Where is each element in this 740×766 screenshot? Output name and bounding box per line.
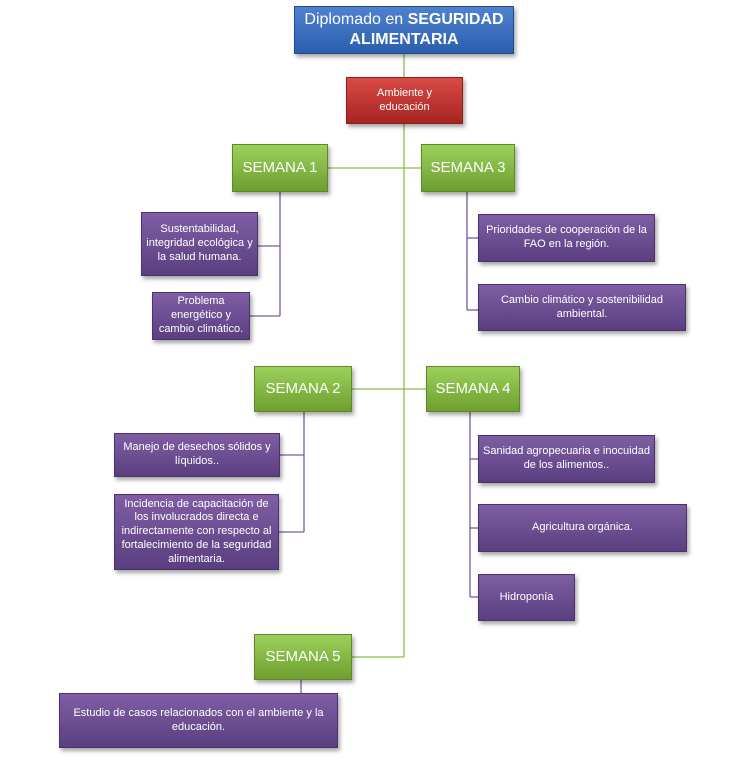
week-3-box: SEMANA 3	[421, 144, 515, 192]
week-3-label: SEMANA 3	[430, 158, 506, 176]
week-1-topic-2: Problema energético y cambio climático.	[152, 292, 250, 340]
center-topic-box: Ambiente y educación	[346, 77, 463, 124]
week-4-topic-2: Agricultura orgánica.	[478, 504, 687, 552]
week-2-label: SEMANA 2	[265, 379, 341, 397]
topic-text: Cambio climático y sostenibilidad ambien…	[500, 293, 663, 320]
week-4-topic-1: Sanidad agropecuaria e inocuidad de los …	[478, 435, 655, 483]
topic-text: Estudio de casos relacionados con el amb…	[73, 706, 324, 733]
topic-text: Sanidad agropecuaria e inocuidad de los …	[483, 445, 650, 471]
week-2-box: SEMANA 2	[254, 366, 352, 412]
topic-text: Agricultura orgánica.	[532, 521, 633, 534]
week-2-topic-1: Manejo de desechos sólidos y líquidos..	[114, 433, 280, 477]
topic-text: Hidroponía	[499, 590, 554, 603]
week-1-topic-1: Sustentabilidad, integridad ecológica y …	[141, 212, 258, 276]
root-title-prefix: Diplomado en	[304, 11, 408, 28]
topic-text: Manejo de desechos sólidos y líquidos..	[123, 441, 271, 467]
week-4-label: SEMANA 4	[435, 379, 511, 397]
root-title-box: Diplomado en SEGURIDAD ALIMENTARIA	[294, 6, 514, 54]
week-5-topic-1: Estudio de casos relacionados con el amb…	[59, 693, 338, 748]
topic-text: Prioridades de cooperación de la FAO en …	[486, 224, 647, 250]
center-topic-label: Ambiente y educación	[376, 86, 433, 113]
week-1-label: SEMANA 1	[242, 158, 318, 176]
week-1-box: SEMANA 1	[232, 144, 328, 192]
topic-text: Incidencia de capacitación de los involu…	[121, 497, 272, 565]
week-4-box: SEMANA 4	[426, 366, 520, 412]
root-title-bold: SEGURIDAD ALIMENTARIA	[349, 11, 504, 48]
week-5-box: SEMANA 5	[254, 634, 352, 680]
week-5-label: SEMANA 5	[265, 647, 341, 665]
week-2-topic-2: Incidencia de capacitación de los involu…	[114, 494, 279, 570]
week-3-topic-1: Prioridades de cooperación de la FAO en …	[478, 214, 655, 262]
week-3-topic-2: Cambio climático y sostenibilidad ambien…	[478, 284, 686, 331]
topic-text: Sustentabilidad, integridad ecológica y …	[146, 223, 253, 263]
topic-text: Problema energético y cambio climático.	[158, 295, 244, 335]
week-4-topic-3: Hidroponía	[478, 574, 575, 621]
